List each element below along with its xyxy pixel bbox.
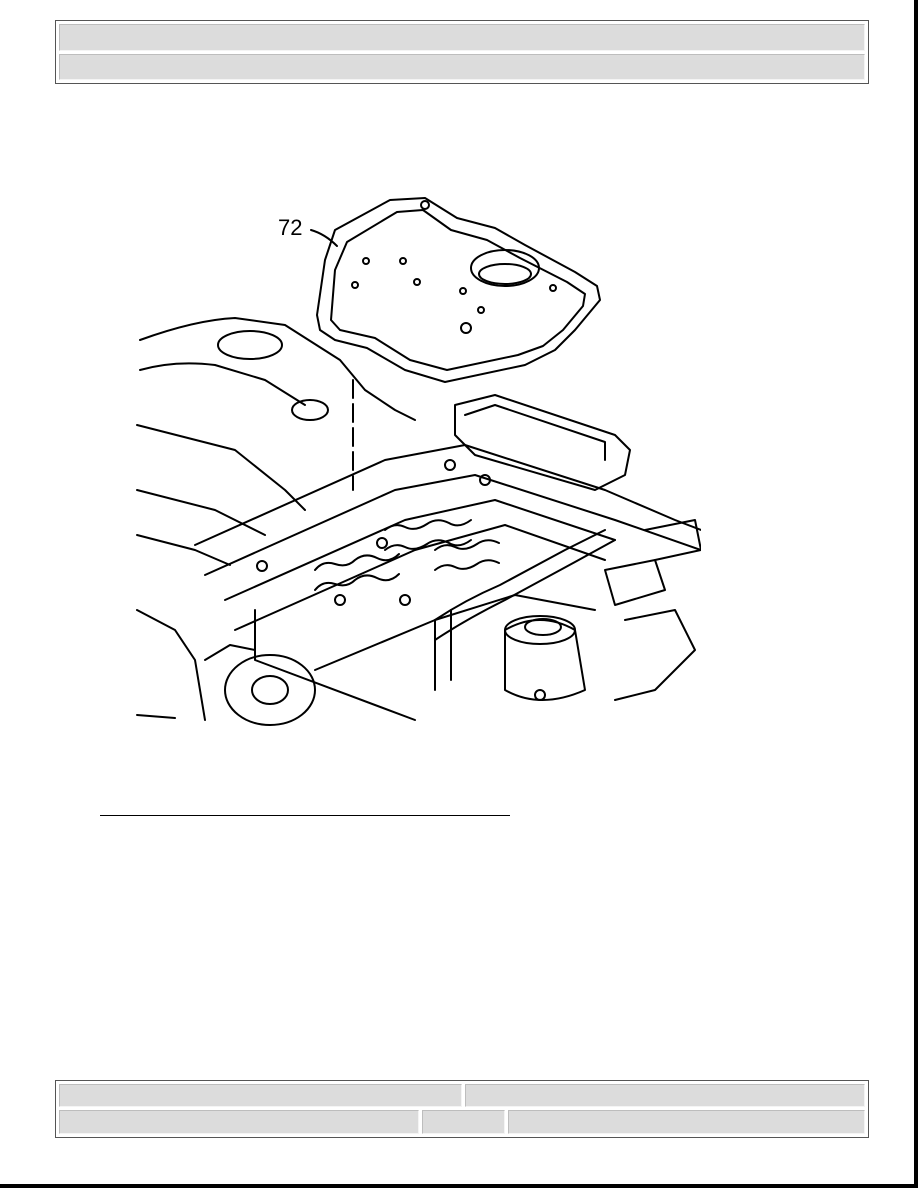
callout-label-72: 72 xyxy=(278,215,302,240)
header-title-cell xyxy=(59,24,865,51)
footer-cell-1 xyxy=(59,1084,462,1107)
transmission-valve-body-illustration: 72 xyxy=(135,190,702,726)
callout-leader-line xyxy=(310,229,338,247)
transmission-case xyxy=(136,317,416,726)
footer-cell-3 xyxy=(59,1110,419,1134)
filter-cover xyxy=(316,197,601,491)
footer-cell-4 xyxy=(422,1110,505,1134)
footer-table xyxy=(55,1080,869,1138)
illustration-svg: 72 xyxy=(136,197,702,726)
separator-rule xyxy=(100,815,510,816)
header-table xyxy=(55,20,869,84)
footer-cell-2 xyxy=(465,1084,865,1107)
header-subtitle-cell xyxy=(59,54,865,80)
footer-cell-5 xyxy=(508,1110,865,1134)
valve-body xyxy=(194,394,702,721)
